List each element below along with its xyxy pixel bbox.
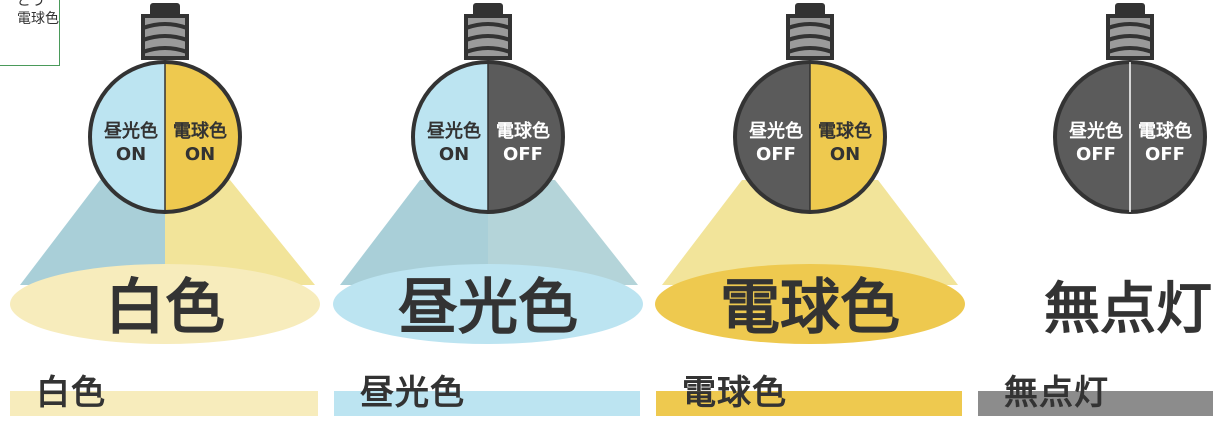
bulb-base	[141, 3, 189, 60]
left-filament-name: 昼光色	[427, 120, 481, 142]
caption-label: 電球色	[682, 373, 787, 413]
right-filament-state: ON	[185, 144, 215, 165]
light-pool	[10, 264, 320, 344]
note-line-1: どう	[17, 0, 45, 9]
caption-label: 無点灯	[1004, 373, 1109, 413]
left-filament-state: OFF	[1076, 144, 1116, 165]
result-label: 白色	[105, 273, 225, 343]
right-filament-name: 電球色	[173, 120, 227, 142]
right-filament-state: OFF	[503, 144, 543, 165]
left-filament-state: ON	[439, 144, 469, 165]
left-filament-name: 昼光色	[1069, 120, 1123, 142]
right-filament-state: ON	[830, 144, 860, 165]
caption-daylight: 昼光色	[334, 368, 640, 418]
caption-bar	[10, 391, 318, 416]
bulb-base	[1106, 3, 1154, 60]
bulb-group-white: 白色 昼光色 ON 電球色 ON	[10, 3, 320, 344]
light-pool	[333, 264, 643, 344]
caption-label: 白色	[36, 373, 106, 413]
bulb-base	[464, 3, 512, 60]
caption-bulbcolor: 電球色	[656, 368, 962, 418]
left-filament-name: 昼光色	[104, 120, 158, 142]
right-filament-state: OFF	[1145, 144, 1185, 165]
bulb-group-daylight: 昼光色 昼光色 ON 電球色 OFF	[333, 3, 643, 344]
note-line-2: 電球色	[17, 11, 59, 27]
light-pool	[655, 264, 965, 344]
light-beam-bulb	[165, 180, 315, 285]
caption-off: 無点灯	[978, 368, 1213, 418]
light-beam-daylight	[340, 180, 488, 285]
caption-white: 白色	[10, 368, 318, 418]
light-beam-daylight	[20, 180, 165, 285]
right-filament-name: 電球色	[1138, 120, 1192, 142]
caption-label: 昼光色	[360, 373, 465, 413]
result-label: 無点灯	[1044, 277, 1212, 342]
caption-bar	[656, 391, 962, 416]
result-label: 昼光色	[398, 273, 578, 343]
left-filament-state: ON	[116, 144, 146, 165]
bulb-group-bulbcolor: 電球色 昼光色 OFF 電球色 ON	[655, 3, 965, 344]
bulb-base	[786, 3, 834, 60]
note-box: どう 電球色	[0, 0, 60, 66]
left-filament-name: 昼光色	[749, 120, 803, 142]
caption-bar	[978, 391, 1213, 416]
left-filament-state: OFF	[756, 144, 796, 165]
right-filament-name: 電球色	[818, 120, 872, 142]
right-filament-name: 電球色	[496, 120, 550, 142]
bulb-group-off: 無点灯 昼光色 OFF 電球色 OFF	[1044, 3, 1212, 342]
light-beam-bulb	[662, 180, 958, 285]
result-label: 電球色	[720, 273, 900, 343]
caption-bar	[334, 391, 640, 416]
light-beam-daylight-right	[488, 180, 638, 285]
